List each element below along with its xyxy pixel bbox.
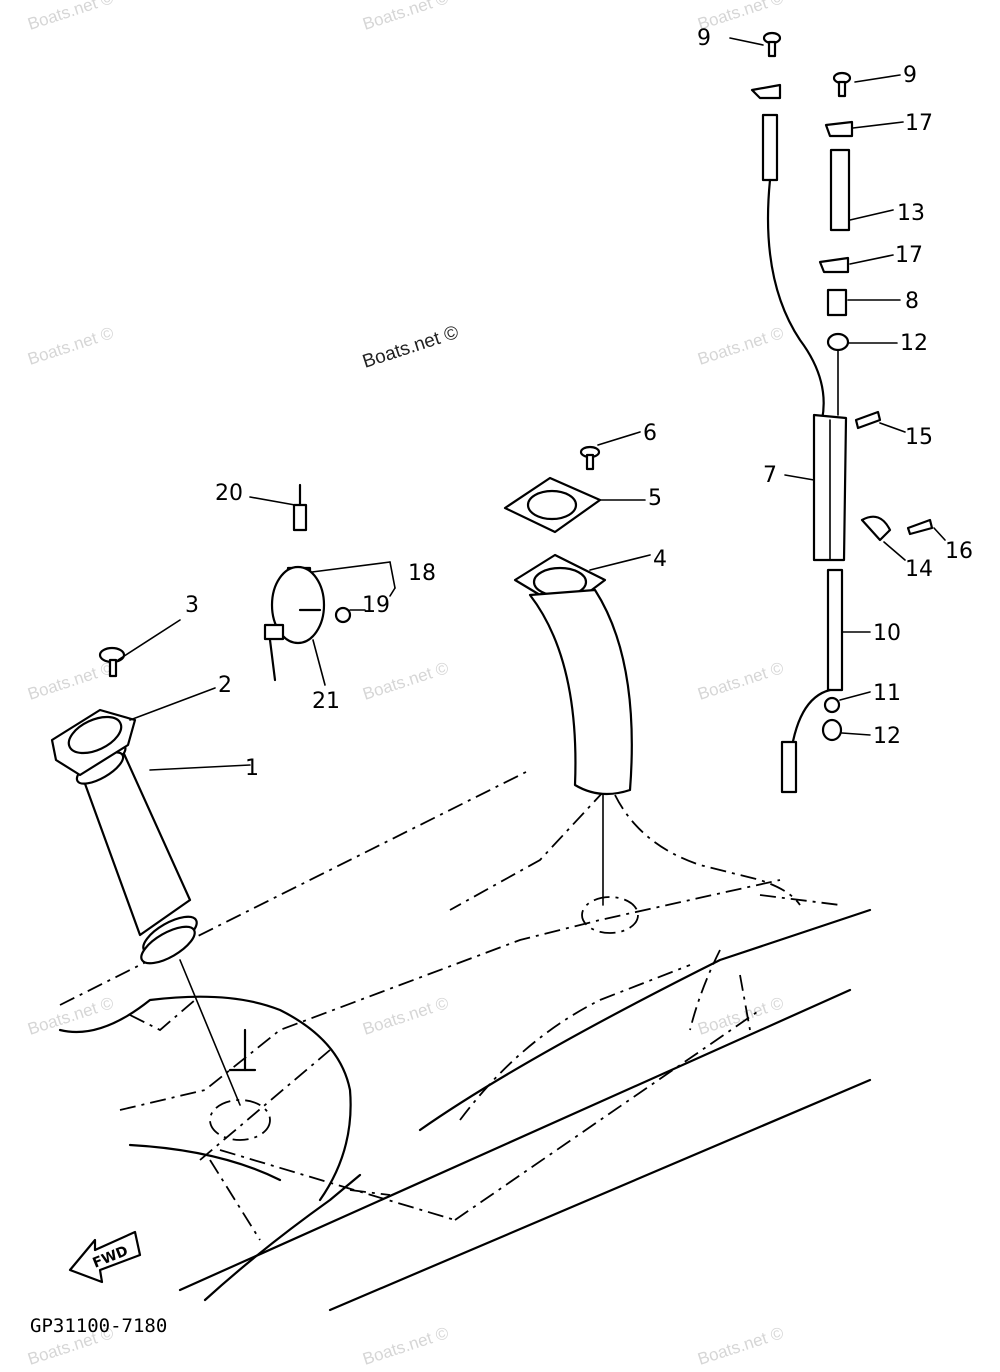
callout-17-top: 17 xyxy=(905,111,933,136)
callouts: 1 2 3 4 5 6 7 8 9 9 10 11 12 12 13 14 15… xyxy=(185,26,973,781)
watermark: Boats.net © xyxy=(695,1323,786,1369)
callout-18: 18 xyxy=(408,561,436,586)
sender-clamp-assembly xyxy=(263,483,352,682)
watermark: Boats.net © xyxy=(25,658,116,704)
callout-11: 11 xyxy=(873,681,901,706)
callout-13: 13 xyxy=(897,201,925,226)
callout-5: 5 xyxy=(648,486,662,511)
callout-9-left: 9 xyxy=(697,26,711,51)
hull-outline xyxy=(58,769,872,1312)
center-watermark: Boats.net © xyxy=(360,322,461,373)
watermark: Boats.net © xyxy=(695,323,786,369)
callout-3: 3 xyxy=(185,593,199,618)
callout-15: 15 xyxy=(905,425,933,450)
callout-12-bottom: 12 xyxy=(873,724,901,749)
callout-20: 20 xyxy=(215,481,243,506)
fwd-arrow: FWD xyxy=(68,1230,142,1284)
callout-1: 1 xyxy=(245,756,259,781)
callout-19: 19 xyxy=(362,593,390,618)
callout-16: 16 xyxy=(945,539,973,564)
callout-7: 7 xyxy=(763,463,777,488)
callout-8: 8 xyxy=(905,289,919,314)
watermark: Boats.net © xyxy=(25,0,116,34)
callout-4: 4 xyxy=(653,547,667,572)
callout-21: 21 xyxy=(312,689,340,714)
vent-assembly xyxy=(750,31,934,794)
diagram-code: GP31100-7180 xyxy=(30,1315,167,1337)
filler-pipe-assembly xyxy=(503,445,633,906)
callout-12-top: 12 xyxy=(900,331,928,356)
callout-17-mid: 17 xyxy=(895,243,923,268)
leader-lines xyxy=(117,37,946,771)
callout-6: 6 xyxy=(643,421,657,446)
callout-14: 14 xyxy=(905,557,933,582)
watermark: Boats.net © xyxy=(25,323,116,369)
screw-3 xyxy=(98,646,126,678)
callout-2: 2 xyxy=(218,673,232,698)
callout-9-right: 9 xyxy=(903,63,917,88)
watermark: Boats.net © xyxy=(360,1323,451,1369)
watermark: Boats.net © xyxy=(695,658,786,704)
watermark: Boats.net © xyxy=(360,0,451,34)
filler-neck-hose xyxy=(50,708,241,1106)
watermark: Boats.net © xyxy=(360,658,451,704)
watermark: Boats.net © xyxy=(360,993,451,1039)
callout-10: 10 xyxy=(873,621,901,646)
watermark: Boats.net © xyxy=(695,993,786,1039)
